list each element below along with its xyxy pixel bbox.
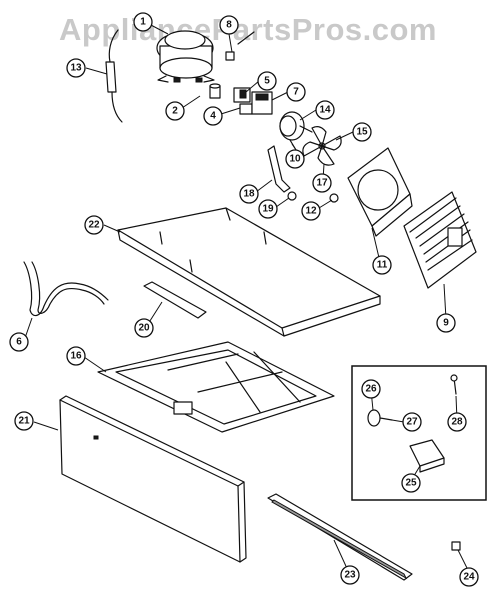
svg-text:18: 18	[243, 189, 255, 200]
callout-15: 15	[352, 122, 372, 142]
svg-text:10: 10	[289, 154, 301, 165]
svg-text:1: 1	[140, 17, 146, 28]
svg-text:12: 12	[305, 206, 317, 217]
part-bracket	[267, 145, 291, 193]
svg-text:26: 26	[365, 384, 377, 395]
callout-24: 24	[459, 567, 479, 587]
part-fan-blade	[302, 126, 342, 166]
callout-19: 19	[258, 199, 278, 219]
svg-text:11: 11	[377, 260, 388, 271]
part-condenser	[403, 191, 477, 289]
svg-text:7: 7	[293, 87, 299, 98]
svg-text:23: 23	[344, 570, 356, 581]
part-drain-hose	[23, 261, 109, 317]
svg-text:6: 6	[16, 337, 22, 348]
part-grille-strip	[267, 493, 413, 581]
callout-14: 14	[315, 100, 335, 120]
svg-text:25: 25	[405, 478, 417, 489]
callout-8: 8	[219, 15, 239, 35]
callout-25: 25	[401, 473, 421, 493]
part-fan-shroud	[347, 147, 413, 237]
callout-1: 1	[133, 12, 153, 32]
svg-text:28: 28	[451, 417, 463, 428]
svg-text:9: 9	[443, 318, 449, 329]
callout-20: 20	[134, 318, 154, 338]
svg-text:5: 5	[264, 76, 270, 87]
callout-9: 9	[436, 313, 456, 333]
callout-13: 13	[66, 58, 86, 78]
callout-5: 5	[257, 71, 277, 91]
callout-26: 26	[361, 379, 381, 399]
part-control-housing	[409, 439, 445, 473]
part-drier	[105, 29, 123, 123]
part-drain-pan	[97, 341, 335, 433]
callout-27: 27	[402, 412, 422, 432]
callout-2: 2	[165, 101, 185, 121]
svg-text:22: 22	[88, 220, 100, 231]
svg-text:19: 19	[262, 204, 274, 215]
svg-text:21: 21	[18, 416, 30, 427]
callout-11: 11	[372, 255, 392, 275]
svg-text:17: 17	[316, 178, 328, 189]
svg-text:27: 27	[406, 417, 418, 428]
callout-6: 6	[9, 332, 29, 352]
callout-22: 22	[84, 215, 104, 235]
part-grommet	[225, 31, 255, 61]
part-fan-motor	[279, 111, 313, 141]
callout-12: 12	[301, 201, 321, 221]
callout-21: 21	[14, 411, 34, 431]
svg-text:15: 15	[356, 127, 368, 138]
part-compressor	[156, 30, 215, 83]
svg-text:8: 8	[226, 20, 232, 31]
part-drain-trough	[143, 281, 207, 319]
svg-text:14: 14	[319, 105, 331, 116]
part-fitting	[209, 83, 221, 99]
part-clip-24	[451, 541, 461, 551]
part-screw-19	[287, 191, 297, 201]
svg-text:4: 4	[210, 111, 216, 122]
part-front-panel	[59, 395, 247, 563]
part-start-relay	[251, 91, 273, 115]
svg-text:24: 24	[463, 572, 475, 583]
svg-text:13: 13	[70, 63, 82, 74]
svg-text:20: 20	[138, 323, 150, 334]
callout-4: 4	[203, 106, 223, 126]
callout-16: 16	[66, 346, 86, 366]
svg-text:16: 16	[70, 351, 82, 362]
part-control-knob	[367, 409, 393, 427]
part-screw-28	[450, 374, 458, 395]
callout-7: 7	[286, 82, 306, 102]
part-base-plate	[117, 207, 381, 337]
callout-17: 17	[312, 173, 332, 193]
callout-28: 28	[447, 412, 467, 432]
callout-10: 10	[285, 149, 305, 169]
part-relay-cover	[239, 103, 253, 115]
svg-text:2: 2	[172, 106, 178, 117]
watermark-text: AppliancePartsPros.com	[59, 12, 437, 47]
callout-23: 23	[340, 565, 360, 585]
callout-18: 18	[239, 184, 259, 204]
